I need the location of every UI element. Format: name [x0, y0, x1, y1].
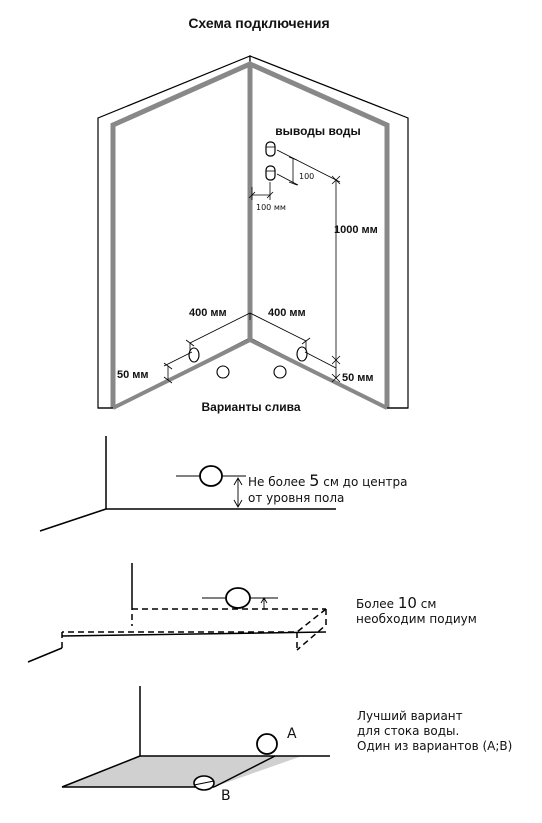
dim-1000: 1000 мм — [331, 175, 378, 383]
variant-2-floor — [61, 631, 327, 637]
dim-1000-label: 1000 мм — [334, 224, 378, 236]
water-outlets-label: выводы воды — [275, 124, 360, 138]
floor-drain-left — [216, 365, 230, 379]
dim-100-horizontal: 100 мм — [248, 182, 286, 212]
variant-3-diagram: A B — [61, 686, 330, 804]
wall-drains — [188, 346, 308, 363]
variant-1-diagram — [39, 436, 336, 532]
outlet-lower — [265, 165, 276, 181]
dim-400-right-label: 400 мм — [268, 307, 306, 319]
variant-2-text-line1: Более 10 см — [356, 594, 436, 612]
variant-1-drain-pipe — [199, 465, 223, 487]
variant-2-text-line2: необходим подиум — [356, 612, 477, 626]
drain-option-b-label: B — [221, 788, 231, 804]
diagram-title: Схема подключения — [188, 15, 329, 31]
room-corner — [97, 55, 409, 410]
variant-3-text-line2: для стока воды. — [357, 724, 459, 738]
left-wall — [97, 55, 251, 409]
dim-400-right: 400 мм — [249, 307, 311, 352]
drain-variants-label: Варианты слива — [202, 400, 301, 414]
drain-option-a — [256, 733, 278, 755]
variant-3-text-line1: Лучший вариант — [357, 709, 463, 723]
dim-400-left: 400 мм — [185, 307, 251, 354]
dim-100-vertical: 100 — [276, 149, 341, 186]
drain-option-a-label: A — [287, 726, 297, 742]
dim-50-right: 50 мм — [304, 351, 374, 384]
water-outlets — [265, 141, 276, 181]
variant-3-text-line3: Один из вариантов (A;B) — [357, 739, 512, 753]
dim-100-horizontal-label: 100 мм — [256, 203, 286, 212]
floor-drain-right — [273, 365, 287, 379]
floor-drains — [216, 365, 287, 379]
variant-1-text-line2: от уровня пола — [248, 491, 344, 505]
dim-50-left: 50 мм — [117, 351, 193, 384]
floor-junction — [112, 337, 388, 410]
dim-100-vertical-label: 100 — [299, 172, 314, 181]
wall-drain-right — [296, 346, 308, 362]
outlet-upper — [265, 141, 276, 157]
dim-50-right-label: 50 мм — [342, 372, 374, 384]
dim-50-left-label: 50 мм — [117, 369, 149, 381]
dim-400-left-label: 400 мм — [189, 307, 227, 319]
wall-drain-left — [188, 347, 200, 363]
variant-2-drain-pipe — [225, 587, 251, 609]
variant-2-diagram — [27, 563, 327, 663]
variant-1-text-line1: Не более 5 см до центра — [248, 471, 408, 490]
right-wall — [249, 55, 409, 409]
